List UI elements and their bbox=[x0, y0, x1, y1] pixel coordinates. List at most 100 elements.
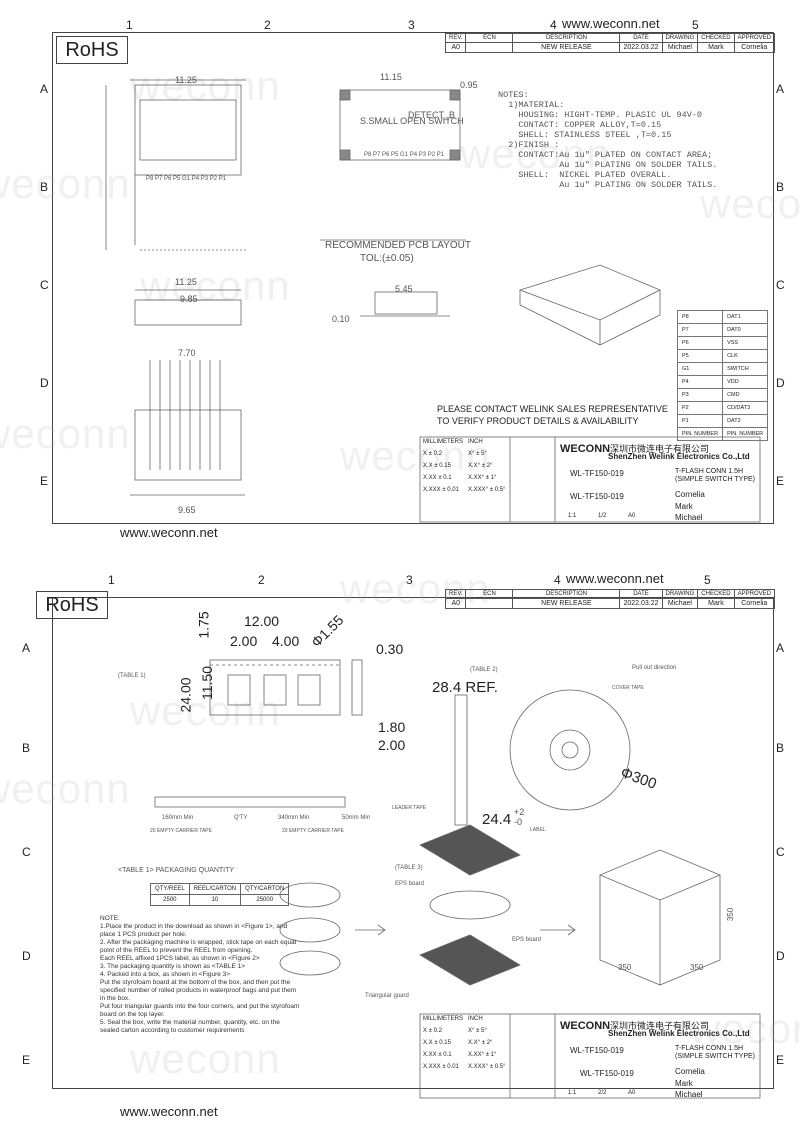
dim-pcb-width: 11.15 bbox=[380, 72, 402, 82]
tape-side-view bbox=[351, 659, 363, 716]
pkg-header: REEL/CARTON bbox=[188, 883, 242, 895]
date-value: 2022.03.22 bbox=[619, 42, 663, 53]
company-url-top[interactable]: www.weconn.net bbox=[562, 16, 660, 31]
pin-number: P7 bbox=[676, 323, 724, 337]
dim-front-inner: 9.85 bbox=[180, 294, 198, 304]
note-item: 2. After the packaging machine is wrappe… bbox=[100, 939, 297, 954]
pcb-pins-label: P8 P7 P6 P5 G1 P4 P3 P2 P1 bbox=[364, 152, 445, 158]
company-en: ShenZhen Welink Electronics Co.,Ltd bbox=[608, 452, 750, 461]
zone-col-4: 4 bbox=[554, 573, 561, 587]
title-line-2: (SIMPLE SWITCH TYPE) bbox=[675, 476, 755, 483]
connector-bottom-view bbox=[134, 409, 242, 481]
zone-col-3: 3 bbox=[406, 573, 413, 587]
part-number: WL-TF150-019 bbox=[570, 469, 624, 478]
pkg-header: QTY/CARTON bbox=[240, 883, 290, 895]
note-item: 4. Packed into a box, as shown in <Figur… bbox=[100, 971, 231, 978]
zone-col-4: 4 bbox=[550, 18, 557, 32]
pin-signal: SWITCH bbox=[722, 362, 769, 376]
rev-value: A0 bbox=[444, 42, 467, 53]
revision-table: REV. ECN DESCRIPTION DATE DRAWING CHECKE… bbox=[444, 33, 775, 53]
dim-width: 11.25 bbox=[175, 75, 197, 85]
pcb-layout-outline bbox=[339, 89, 461, 161]
dim-24-00: 24.00 bbox=[177, 677, 194, 713]
zone-row-c: C bbox=[22, 845, 31, 859]
pin-signal: DAT1 bbox=[722, 310, 769, 324]
contact-line-1: PLEASE CONTACT WELINK SALES REPRESENTATI… bbox=[437, 404, 668, 414]
reel-2 bbox=[279, 917, 341, 943]
zone-row-a: A bbox=[22, 641, 31, 655]
eps-label: EPS board bbox=[512, 937, 542, 943]
zone-row-b-right: B bbox=[776, 741, 785, 755]
part-number: WL-TF150-019 bbox=[570, 1046, 624, 1055]
packaging-notes: NOTE: 1.Place the product in the downloa… bbox=[100, 915, 300, 1035]
pin-signal: DAT2 bbox=[722, 414, 769, 428]
sheet1-drawing bbox=[105, 79, 761, 523]
ang-4: X.XXX° ± 0.5° bbox=[468, 1064, 506, 1070]
zone-row-d: D bbox=[40, 376, 49, 390]
pin-signal: DAT0 bbox=[722, 323, 769, 337]
eps-board-top bbox=[419, 824, 521, 876]
zone-row-a-right: A bbox=[776, 82, 785, 96]
checked-name: Mark bbox=[675, 502, 693, 511]
company-cn: 深圳市微连电子有限公司 bbox=[610, 444, 710, 454]
dim-bottom-965: 9.65 bbox=[178, 505, 196, 515]
zone-row-e-right: E bbox=[776, 474, 785, 488]
title-line-1: T-FLASH CONN 1.5H bbox=[675, 1045, 744, 1052]
ang-4: X.XXX° ± 0.5° bbox=[468, 487, 506, 493]
zone-row-c-right: C bbox=[776, 278, 785, 292]
zone-row-a-right: A bbox=[776, 641, 785, 655]
pins-label: P8 P7 P6 P5 G1 P4 P3 P2 P1 bbox=[146, 176, 227, 182]
tape-label: 160mm Min bbox=[162, 815, 194, 821]
title-block: MILLIMETERS X ± 0.2 X.X ± 0.15 X.XX ± 0.… bbox=[420, 1014, 760, 1099]
rohs-badge: RoHS bbox=[36, 591, 108, 619]
title-line-2: (SIMPLE SWITCH TYPE) bbox=[675, 1053, 755, 1060]
dwg-number: WL-TF150-019 bbox=[570, 492, 624, 501]
zone-row-c-right: C bbox=[776, 845, 785, 859]
tol-4: X.XXX ± 0.01 bbox=[423, 1064, 459, 1070]
packaging-table: QTY/REEL REEL/CARTON QTY/CARTON 2500 10 … bbox=[150, 883, 290, 906]
company-url-bottom[interactable]: www.weconn.net bbox=[120, 1104, 218, 1119]
dim-1-80: 1.80 bbox=[378, 719, 406, 735]
rev-number: A0 bbox=[628, 1090, 636, 1096]
tol-2: X.X ± 0.15 bbox=[423, 1040, 451, 1046]
tape-label: 340mm Min bbox=[278, 815, 310, 821]
rev-value: A0 bbox=[444, 598, 467, 609]
pin-number: P1 bbox=[676, 414, 724, 428]
ang-3: X.XX° ± 1° bbox=[468, 475, 497, 481]
tol-3: X.XX ± 0.1 bbox=[423, 1052, 452, 1058]
zone-col-2: 2 bbox=[258, 573, 265, 587]
drawing-sheet-2: 1 2 3 4 5 A B C D E A B C D E RoHS www.w… bbox=[0, 565, 800, 1130]
connector-top-view bbox=[134, 84, 242, 176]
note-item: 5. Seal the box, write the material numb… bbox=[100, 1019, 280, 1034]
dim-reel-plus: +2 bbox=[514, 807, 525, 817]
dim-0-30: 0.30 bbox=[376, 641, 404, 657]
eps-label: EPS board bbox=[395, 881, 425, 887]
flatness: 0.10 bbox=[332, 314, 350, 324]
dim-side-width: 5.45 bbox=[395, 284, 413, 294]
sheet-frame bbox=[52, 597, 774, 1089]
pin-number: P2 bbox=[676, 401, 724, 415]
reel-stack-center bbox=[429, 890, 511, 920]
pin-signal: CLK bbox=[722, 349, 769, 363]
packaging-title: <TABLE 1> PACKAGING QUANTITY bbox=[118, 867, 235, 874]
connector-side-view bbox=[374, 291, 438, 315]
tape-label: LEADER TAPE bbox=[392, 805, 426, 811]
company-url-top[interactable]: www.weconn.net bbox=[566, 571, 664, 586]
ang-inch: INCH bbox=[468, 439, 483, 445]
company-url-bottom[interactable]: www.weconn.net bbox=[120, 525, 218, 540]
reel-front-view bbox=[509, 689, 631, 811]
tol-3: X.XX ± 0.1 bbox=[423, 475, 452, 481]
material-notes: NOTES: 1)MATERIAL: HOUSING: HIGHT-TEMP. … bbox=[498, 90, 718, 190]
eps-board-bottom bbox=[419, 934, 521, 986]
pin-number: G1 bbox=[676, 362, 724, 376]
zone-row-b-right: B bbox=[776, 180, 785, 194]
arrow-right-icon bbox=[540, 924, 576, 936]
table3-ref: (TABLE 3) bbox=[395, 865, 423, 871]
triangular-guard-label: Triangular guard bbox=[365, 993, 409, 999]
approved-value: Cornelia bbox=[733, 598, 775, 609]
dwg-number: WL-TF150-019 bbox=[580, 1069, 634, 1078]
zone-row-c: C bbox=[40, 278, 49, 292]
dim-box-depth: 350 bbox=[690, 963, 704, 972]
drawn-name: Michael bbox=[675, 1090, 703, 1099]
ang-1: X° ± 5° bbox=[468, 1028, 487, 1034]
